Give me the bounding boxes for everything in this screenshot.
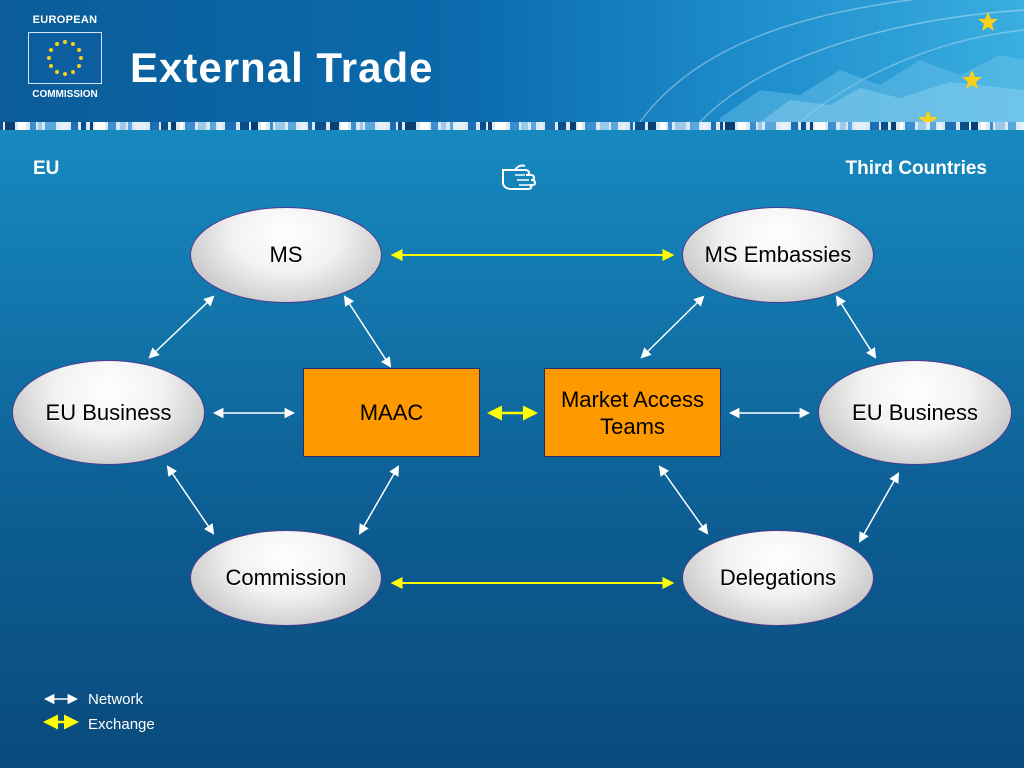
- star-icon: [978, 12, 998, 31]
- star-icon: [918, 110, 938, 122]
- network-arrow-ms-eubusiness: [148, 295, 215, 359]
- eu-label: EU: [33, 158, 60, 179]
- network-arrow-ms-maac: [343, 295, 392, 368]
- node-eu-business-left: EU Business: [12, 360, 205, 465]
- eu-flag-icon: [28, 32, 102, 84]
- legend-network-label: Network: [88, 691, 144, 708]
- node-ms: MS: [190, 207, 382, 303]
- star-icon: [962, 70, 982, 89]
- node-ms-embassies: MS Embassies: [682, 207, 874, 303]
- slide-title: External Trade: [130, 44, 434, 91]
- globe-decoration: [639, 0, 1024, 122]
- network-arrow-embassies-eubusiness: [835, 295, 877, 359]
- node-commission: Commission: [190, 530, 382, 626]
- network-arrow-eubusiness-delegations: [858, 472, 900, 543]
- european-commission-logo: EUROPEAN COMMISSION: [24, 14, 106, 102]
- header-banner: EUROPEAN COMMISSION External Trade: [0, 0, 1024, 122]
- node-eu-business-right: EU Business: [818, 360, 1012, 465]
- network-arrow-eubusiness-commission: [166, 465, 215, 535]
- color-stripe: [0, 122, 1024, 130]
- network-arrow-maac-commission: [358, 465, 400, 535]
- logo-text-top: EUROPEAN: [32, 14, 98, 26]
- node-market-access-teams: Market Access Teams: [544, 368, 721, 457]
- third-countries-label: Third Countries: [845, 158, 987, 179]
- pointing-hand-icon: [502, 164, 537, 190]
- legend-exchange-label: Exchange: [88, 716, 155, 733]
- network-arrow-teams-delegations: [658, 465, 709, 535]
- node-delegations: Delegations: [682, 530, 874, 626]
- logo-text-bottom: COMMISSION: [32, 89, 98, 100]
- network-arrow-embassies-teams: [640, 295, 705, 359]
- node-maac: MAAC: [303, 368, 480, 457]
